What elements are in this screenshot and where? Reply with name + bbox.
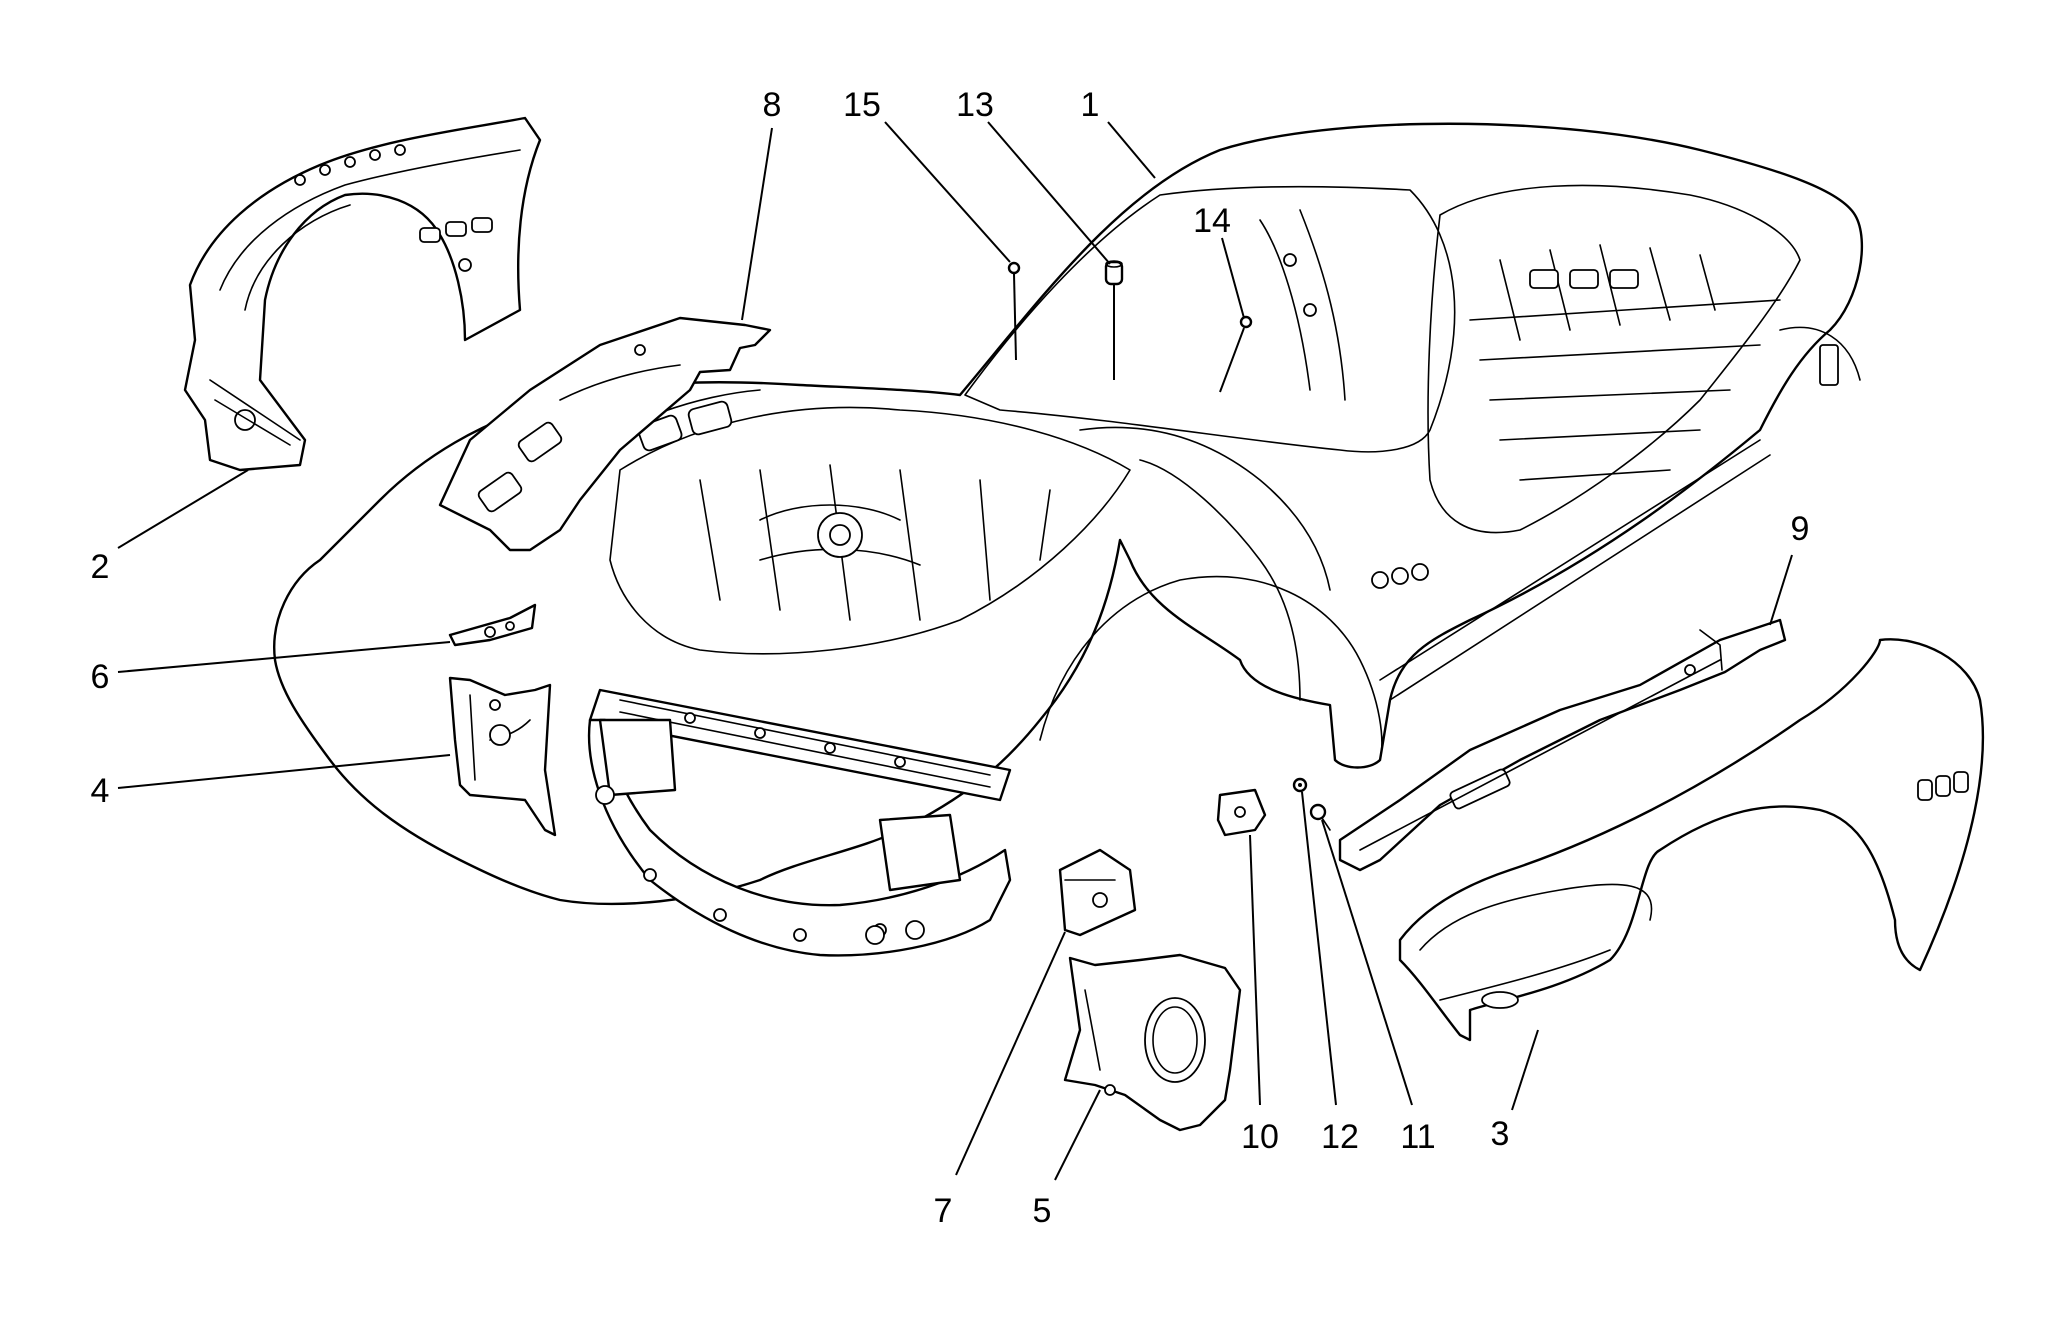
part-8-left-reinforcement: [438, 316, 772, 552]
leader-12: [1301, 791, 1337, 1106]
leader-9: [1769, 554, 1793, 626]
leader-1: [1107, 121, 1156, 179]
leader-4: [117, 754, 451, 789]
part-4-left-panel: [448, 676, 557, 837]
part-11-bolt: [1309, 803, 1331, 831]
leader-2: [117, 469, 249, 549]
part-2-left-wheelhouse: [183, 116, 542, 472]
callout-3: 3: [1491, 1115, 1510, 1153]
part-5-lower-bracket: [1063, 953, 1242, 1132]
callout-11: 11: [1400, 1118, 1435, 1156]
callout-12: 12: [1321, 1118, 1359, 1156]
part-6-small-bracket: [448, 603, 537, 647]
callout-1: 1: [1081, 86, 1100, 124]
leader-13: [987, 121, 1111, 265]
leader-5: [1054, 1089, 1101, 1181]
callout-6: 6: [91, 658, 110, 696]
part-14-fastener: [1239, 315, 1253, 329]
part-9-right-reinforcement: [1338, 618, 1787, 872]
callout-8: 8: [763, 86, 782, 124]
callout-7: 7: [934, 1192, 953, 1230]
callout-13: 13: [956, 86, 994, 124]
leader-7: [955, 931, 1066, 1176]
leader-14b: [1219, 327, 1245, 393]
leader-15: [884, 121, 1011, 263]
callout-4: 4: [91, 772, 110, 810]
leader-10: [1249, 834, 1261, 1106]
part-1-body-shell: [273, 122, 1864, 957]
callout-14: 14: [1193, 202, 1231, 240]
part-3-right-fender: [1398, 638, 1985, 1042]
callout-9: 9: [1791, 510, 1810, 548]
part-13-plug: [1104, 260, 1124, 286]
leader-6: [117, 641, 451, 673]
part-12-washer: [1292, 777, 1308, 793]
callout-2: 2: [91, 548, 110, 586]
leader-3: [1511, 1029, 1539, 1111]
callout-labels: 1 2 3 4 5 6 7 8 9 10 11 12 13 14 15: [91, 86, 1810, 1230]
leader-15b: [1013, 273, 1017, 361]
part-10-small-bracket: [1216, 788, 1267, 837]
part-7-angle-bracket: [1058, 848, 1137, 937]
callout-10: 10: [1241, 1118, 1279, 1156]
callout-5: 5: [1033, 1192, 1052, 1230]
leader-8: [741, 127, 773, 321]
leader-lines: [117, 121, 1793, 1181]
part-15-fastener: [1007, 261, 1021, 275]
leader-11: [1321, 819, 1413, 1106]
callout-15: 15: [843, 86, 881, 124]
leader-14: [1221, 237, 1245, 319]
